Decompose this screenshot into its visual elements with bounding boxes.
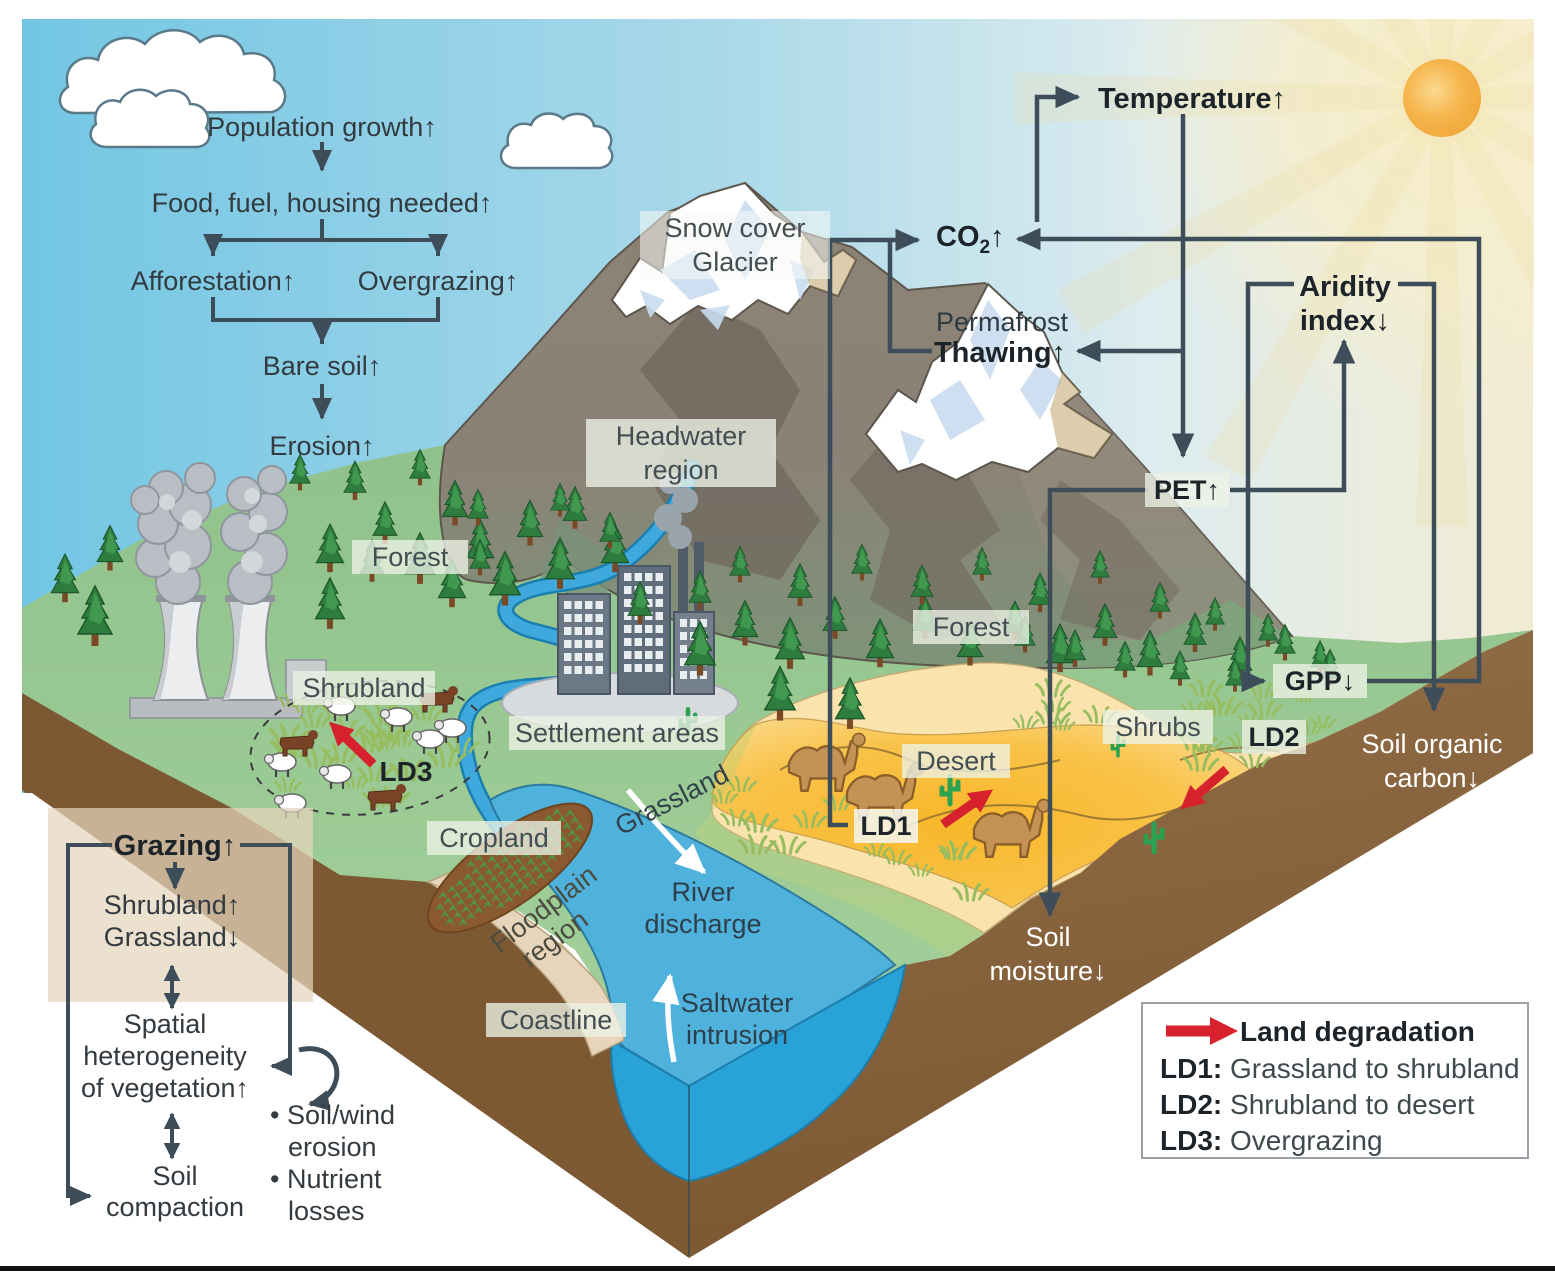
svg-text:GPP↓: GPP↓ xyxy=(1285,666,1356,696)
svg-text:region: region xyxy=(643,455,718,485)
svg-text:Erosion↑: Erosion↑ xyxy=(269,431,374,461)
svg-text:Temperature↑: Temperature↑ xyxy=(1098,83,1286,115)
svg-text:Population growth↑: Population growth↑ xyxy=(207,112,437,142)
svg-text:Saltwater: Saltwater xyxy=(681,988,794,1018)
svg-text:discharge: discharge xyxy=(644,909,761,939)
svg-text:Soil: Soil xyxy=(152,1161,197,1191)
svg-text:of vegetation↑: of vegetation↑ xyxy=(81,1073,249,1103)
svg-text:Shrubland↑: Shrubland↑ xyxy=(104,890,241,920)
svg-text:carbon↓: carbon↓ xyxy=(1384,763,1480,793)
svg-text:Spatial: Spatial xyxy=(124,1009,207,1039)
svg-text:index↓: index↓ xyxy=(1300,305,1390,337)
svg-text:Headwater: Headwater xyxy=(616,421,747,451)
svg-text:Aridity: Aridity xyxy=(1299,271,1391,303)
svg-text:Soil: Soil xyxy=(1025,922,1070,952)
svg-text:moisture↓: moisture↓ xyxy=(989,956,1106,986)
svg-text:losses: losses xyxy=(288,1196,365,1226)
svg-text:Snow cover: Snow cover xyxy=(664,213,805,243)
svg-text:Cropland: Cropland xyxy=(439,823,549,853)
svg-text:Thawing↑: Thawing↑ xyxy=(934,337,1066,369)
svg-text:• Soil/wind: • Soil/wind xyxy=(270,1100,395,1130)
svg-text:Permafrost: Permafrost xyxy=(936,307,1069,337)
svg-text:LD3: LD3 xyxy=(380,756,433,787)
svg-text:Desert: Desert xyxy=(916,746,996,776)
svg-text:Food, fuel, housing needed↑: Food, fuel, housing needed↑ xyxy=(152,188,493,218)
svg-text:erosion: erosion xyxy=(288,1132,377,1162)
svg-text:LD2: Shrubland to desert: LD2: Shrubland to desert xyxy=(1160,1089,1475,1120)
svg-text:Soil organic: Soil organic xyxy=(1361,729,1502,759)
svg-text:heterogeneity: heterogeneity xyxy=(83,1041,247,1071)
svg-text:CO2↑: CO2↑ xyxy=(936,221,1005,258)
svg-text:LD1: Grassland to shrubland: LD1: Grassland to shrubland xyxy=(1160,1053,1520,1084)
svg-text:Coastline: Coastline xyxy=(500,1005,613,1035)
svg-text:Glacier: Glacier xyxy=(692,247,778,277)
svg-text:Forest: Forest xyxy=(933,612,1010,642)
svg-text:River: River xyxy=(671,877,734,907)
svg-text:LD1: LD1 xyxy=(860,811,911,841)
svg-text:Afforestation↑: Afforestation↑ xyxy=(131,266,296,296)
svg-text:Land degradation: Land degradation xyxy=(1240,1016,1475,1047)
svg-text:• Nutrient: • Nutrient xyxy=(270,1164,382,1194)
svg-text:Grazing↑: Grazing↑ xyxy=(114,830,236,862)
svg-text:PET↑: PET↑ xyxy=(1154,475,1220,505)
svg-text:Shrubs: Shrubs xyxy=(1115,712,1201,742)
svg-text:intrusion: intrusion xyxy=(686,1020,788,1050)
svg-text:Bare soil↑: Bare soil↑ xyxy=(263,351,382,381)
svg-text:Forest: Forest xyxy=(372,542,449,572)
svg-text:Shrubland: Shrubland xyxy=(302,673,425,703)
svg-text:Overgrazing↑: Overgrazing↑ xyxy=(358,266,519,296)
svg-text:Grassland↓: Grassland↓ xyxy=(104,922,241,952)
svg-text:Settlement areas: Settlement areas xyxy=(515,718,719,748)
svg-text:LD3: Overgrazing: LD3: Overgrazing xyxy=(1160,1125,1383,1156)
svg-text:LD2: LD2 xyxy=(1248,722,1299,752)
svg-text:compaction: compaction xyxy=(106,1192,244,1222)
